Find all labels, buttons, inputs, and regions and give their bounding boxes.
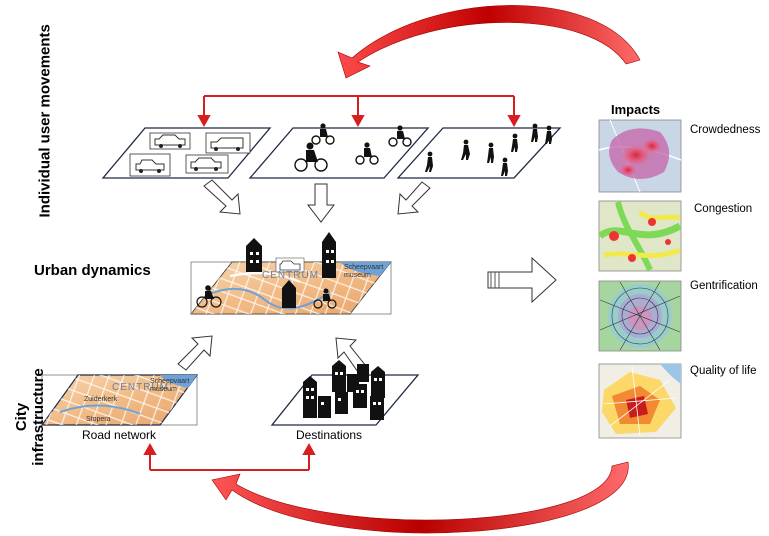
- impact-label-congestion: Congestion: [694, 203, 753, 215]
- distribution-bracket-bottom: [143, 442, 316, 471]
- destinations-label: Destinations: [296, 428, 363, 442]
- impacts-arrow: [487, 256, 557, 304]
- feedback-arrow-bottom: [211, 461, 629, 534]
- impact-label-quality-of-life: Quality of life: [690, 365, 757, 377]
- row-label-urban-dynamics: Urban dynamics: [34, 262, 151, 279]
- plane-pedestrians: [396, 123, 562, 179]
- plane-cyclists: [248, 123, 430, 179]
- impact-thumb-quality-of-life: [598, 363, 682, 439]
- impact-thumb-crowdedness: [598, 119, 682, 193]
- road-network-label: Road network: [82, 428, 157, 442]
- row-label-individual-user-movements: Individual user movements: [37, 24, 54, 217]
- plane-cars: [101, 127, 272, 179]
- row-label-city-infrastructure: City infrastructure: [13, 368, 47, 466]
- impact-thumb-congestion: [597, 200, 682, 272]
- map-label-street-1-urban: Scheepvaart museum: [344, 264, 384, 279]
- flow-arrows-up: [177, 335, 367, 373]
- road-network-map: [40, 374, 199, 426]
- impact-label-gentrification: Gentrification: [690, 280, 758, 292]
- row-label-text: Individual user movements: [36, 24, 54, 218]
- map-label-centrum: CENTRUM: [112, 382, 169, 393]
- map-label-street-2: Zuiderkerk: [84, 396, 118, 403]
- destinations-plane: [270, 360, 420, 426]
- impact-thumb-gentrification: [598, 280, 682, 352]
- map-label-street-1: Scheepvaart museum: [150, 378, 190, 393]
- feedback-arrow-top: [337, 5, 641, 79]
- map-label-street-3: Stopera: [86, 416, 111, 423]
- map-label-centrum-urban: CENTRUM: [262, 270, 319, 281]
- urban-dynamics-map: [190, 232, 392, 315]
- flow-arrows-down: [203, 179, 431, 223]
- impact-label-crowdedness: Crowdedness: [690, 124, 761, 136]
- impacts-title: Impacts: [611, 102, 661, 117]
- distribution-bracket-top: [197, 95, 521, 128]
